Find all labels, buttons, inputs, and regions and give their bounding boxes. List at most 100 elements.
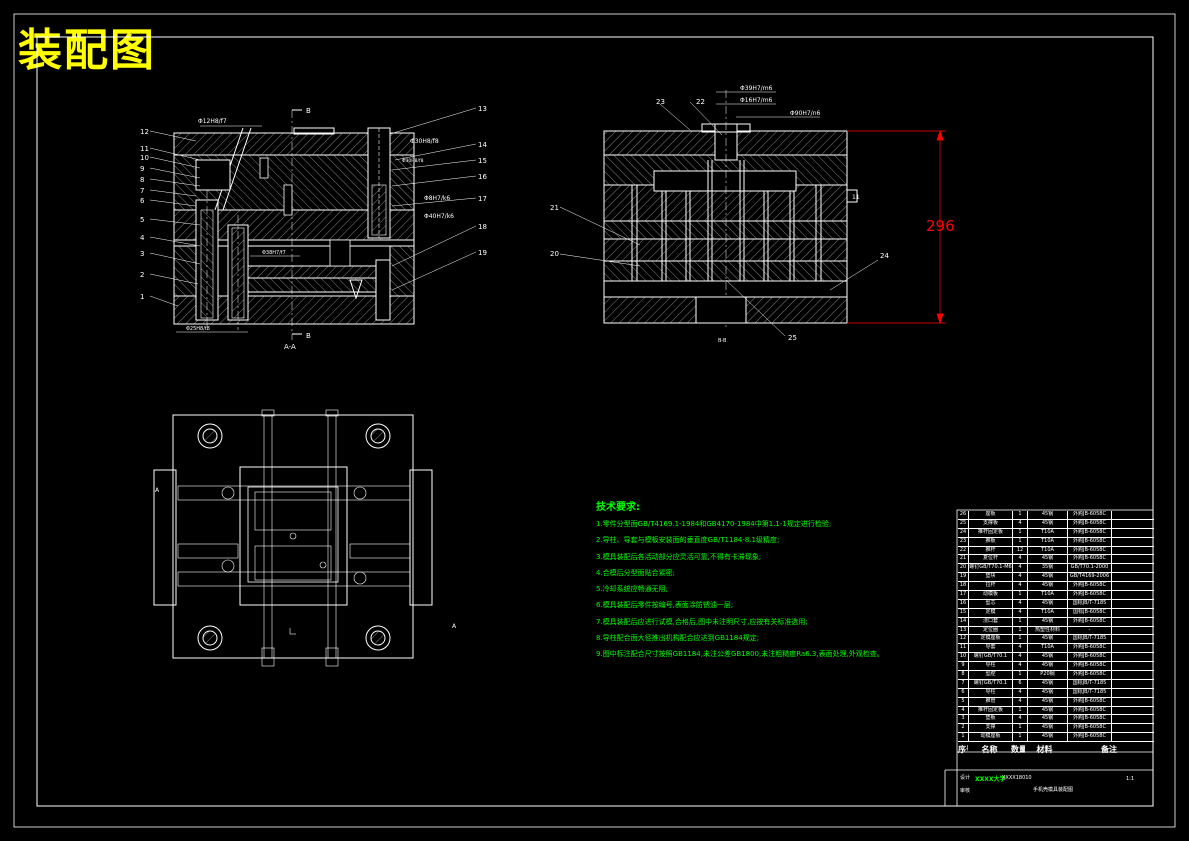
bom-cell: 外购JB-6058C: [1068, 519, 1112, 528]
callout-label: 7: [140, 187, 144, 195]
bom-cell: 45钢: [1028, 599, 1068, 608]
bom-cell: 4: [1013, 697, 1028, 706]
bom-header-qty: 数量: [1011, 745, 1025, 755]
bom-cell: 1: [1013, 671, 1028, 679]
bom-cell: 外购JB-6058C: [1068, 528, 1112, 537]
section-view-aa: B B A-A 12 11 10 9 8 7 6 5 4: [140, 105, 487, 351]
outer-frame: [13, 13, 1176, 828]
bom-cell: 10: [958, 653, 969, 662]
bom-cell: 螺钉GB/T70.1: [969, 679, 1013, 688]
bom-cell: 外购JB-6058C: [1068, 706, 1112, 715]
bom-cell: 45钢: [1028, 733, 1068, 742]
dim-label: Φ25H8/f8: [186, 326, 210, 332]
dim-label: Φ38H7/f7: [262, 250, 286, 256]
bom-cell: 4: [1013, 715, 1028, 724]
technical-requirements: 技术要求: 1.零件分型面GB/T4169.1-1984和GB4170-1984…: [596, 500, 936, 663]
sheet-scale: 1:1: [1126, 776, 1135, 782]
plan-mark-a1: A: [155, 487, 160, 494]
bom-cell: 外购JB-6058C: [1068, 724, 1112, 733]
drawing-title: 装配图: [18, 25, 156, 76]
callout-label: 16: [478, 173, 487, 181]
bom-cell: 外购JB-6058C: [1068, 591, 1112, 599]
dim-label: Φ16H7/m6: [740, 97, 773, 104]
bom-cell: 国标JB/T-7185: [1068, 635, 1112, 644]
bom-cell: 外购JB-6058C: [1068, 715, 1112, 724]
dim-label: Φ90H7/n6: [790, 110, 821, 117]
bom-cell: 23: [958, 537, 969, 546]
bom-cell: GB/T4169-2006: [1068, 573, 1112, 582]
tech-item: 4.合模后分型面贴合紧密;: [596, 568, 676, 577]
callout-label: 3: [140, 250, 144, 258]
callout-label: 18: [478, 223, 487, 231]
bom-cell: 国标JB-6058C: [1068, 608, 1112, 617]
bom-cell: 1: [1013, 511, 1028, 519]
bom-cell: 21: [958, 555, 969, 564]
bom-cell: 动模板: [969, 591, 1013, 599]
bom-cell: 定模: [969, 608, 1013, 617]
callout-label: 4: [140, 234, 145, 242]
bom-cell: 4: [958, 706, 969, 715]
bom-cell: 45钢: [1028, 688, 1068, 697]
bom-cell: 45钢: [1028, 662, 1068, 671]
bom-cell: 4: [1013, 564, 1028, 573]
plan-mark-a2: A: [452, 623, 457, 630]
bom-cell: 7: [958, 679, 969, 688]
bom-cell: 6: [958, 688, 969, 697]
bom-cell: 热塑性材料: [1028, 626, 1068, 635]
tech-item: 6.模具装配后零件按编号,表面涂防锈油一层;: [596, 601, 734, 610]
bom-cell: T10A: [1028, 546, 1068, 555]
bom-cell: 1: [1013, 724, 1028, 733]
bom-cell: 导套: [969, 644, 1013, 653]
bom-cell: 9: [958, 662, 969, 671]
bom-cell: 22: [958, 546, 969, 555]
bom-cell: 外购JB-6058C: [1068, 617, 1112, 626]
bom-cell: T10A: [1028, 528, 1068, 537]
section-view-bb: 296 Φ39H7/m6 Φ16H7/m6 Φ90H7/n6 23 22 21 …: [550, 85, 955, 344]
bom-cell: T10A: [1028, 537, 1068, 546]
bom-cell: 35钢: [1028, 564, 1068, 573]
bom-cell: 1: [1013, 617, 1028, 626]
tech-item: 1.零件分型面GB/T4169.1-1984和GB4170-1984中第1.1-…: [596, 520, 832, 528]
bom-cell: T10A: [1028, 644, 1068, 653]
height-dimension: 296: [926, 217, 955, 235]
bom-cell: 20: [958, 564, 969, 573]
dim-label: Φ40H7/k6: [424, 213, 454, 220]
bom-cell: 26: [958, 511, 969, 519]
bom-cell: 支撑: [969, 724, 1013, 733]
bom-cell: 螺钉GB/T70.1: [969, 653, 1013, 662]
bom-header-remark: 备注: [1101, 745, 1117, 755]
section-aa-label: A-A: [284, 343, 296, 351]
callout-label: 10: [140, 154, 149, 162]
drawing-name: 手机壳模具装配图: [1033, 787, 1074, 793]
school-name: XXXX大学: [975, 776, 1006, 783]
bom-cell: 45钢: [1028, 511, 1068, 519]
callout-label: 9: [140, 165, 144, 173]
callout-label: 15: [478, 157, 487, 165]
bom-cell: 8: [958, 671, 969, 679]
bom-cell: 45钢: [1028, 679, 1068, 688]
callout-label: 12: [140, 128, 149, 136]
bom-cell: 座板: [969, 511, 1013, 519]
bom-cell: 45钢: [1028, 706, 1068, 715]
callout-label: 13: [478, 105, 487, 113]
bom-cell: 19: [958, 573, 969, 582]
callout-label: 11: [852, 194, 860, 201]
tech-item: 2.导柱、导套与模板安装面的垂直度GB/T1184-8.1级精度;: [596, 536, 780, 545]
bom-header-name: 名称: [981, 745, 998, 755]
tech-item: 9.图中标注配合尺寸按照GB1184,未注公差GB1800,未注粗糙度Ra6.3…: [596, 650, 884, 659]
bom-cell: 45钢: [1028, 653, 1068, 662]
bom-cell: 1: [1013, 626, 1028, 635]
bom-cell: 4: [1013, 688, 1028, 697]
bom-cell: 4: [1013, 573, 1028, 582]
bom-cell: 45钢: [1028, 555, 1068, 564]
bom-cell: 6: [1013, 679, 1028, 688]
